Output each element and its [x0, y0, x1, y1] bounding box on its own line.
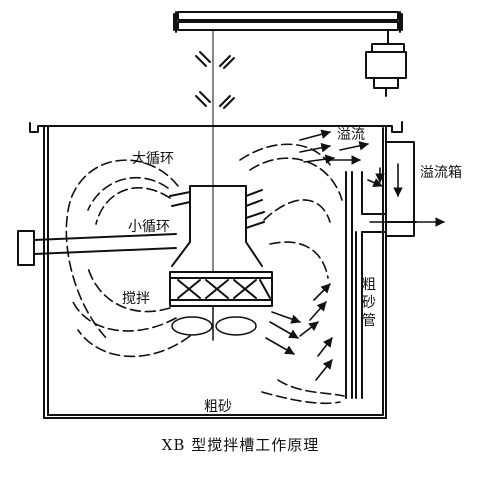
label-overflow-box: 溢流箱: [420, 165, 462, 181]
belt-drive: [173, 11, 403, 33]
flow-arrows: [265, 129, 445, 381]
coarse-sand-pipe: [345, 171, 363, 399]
impeller: [171, 305, 257, 341]
label-coarse-sand: 粗砂: [204, 399, 232, 415]
stirring-rotor: [169, 271, 273, 307]
big-circulation-flow: [65, 159, 191, 358]
tank: [29, 121, 403, 419]
shaft-coupling: [195, 51, 235, 109]
figure-caption: XB 型搅拌槽工作原理: [161, 436, 320, 454]
label-small-circulation: 小循环: [128, 219, 170, 235]
label-stirring: 搅拌: [122, 291, 150, 307]
draft-tube: [169, 185, 265, 267]
label-big-circulation: 大循环: [132, 151, 174, 167]
label-coarse-sand-pipe: 粗砂管: [362, 277, 376, 329]
feed-pipe: [17, 230, 177, 266]
motor: [365, 29, 407, 97]
label-overflow: 溢流: [337, 127, 365, 143]
